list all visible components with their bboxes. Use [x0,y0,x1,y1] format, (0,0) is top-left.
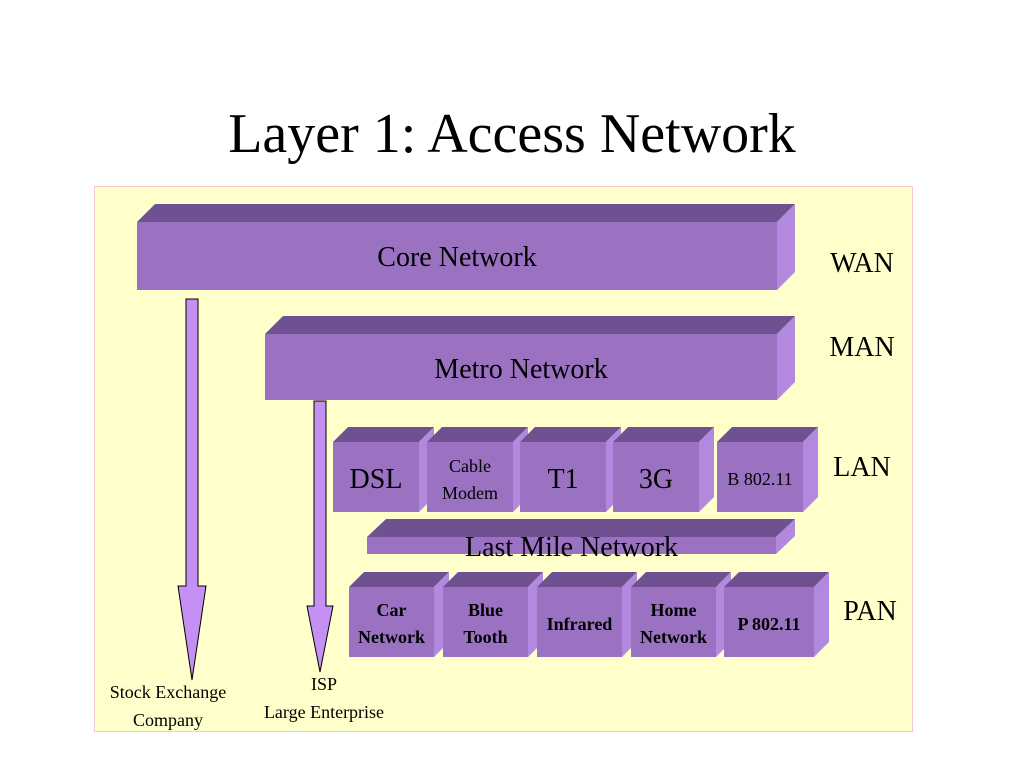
metro-network-label: Metro Network [434,354,608,385]
lan-3g-top [613,427,714,442]
core-network-top [137,204,795,222]
man-label: MAN [829,332,895,363]
pan-home-network-front [631,587,716,657]
pan-car-network-top [349,572,449,587]
lan-t1-block [520,427,621,512]
pan-p80211-label: P 802.11 [737,614,801,634]
lan-3g-label: 3G [638,464,674,495]
wan-label: WAN [830,248,894,279]
lan-3g-block [613,427,714,512]
core-network-side [777,204,795,290]
pan-bluetooth-top [443,572,543,587]
lan-cable-modem-line2: Modem [442,483,498,503]
last-mile-block [367,519,795,554]
slide-title: Layer 1: Access Network [228,103,796,165]
lan-cable-modem-front [427,442,513,512]
metro-network-top [265,316,795,334]
pan-home-network-top [631,572,731,587]
lan-t1-front [520,442,606,512]
last-mile-front [367,537,776,554]
isp-line1: ISP [310,674,337,694]
metro-network-block [265,316,795,400]
pan-bluetooth-front [443,587,528,657]
lan-dsl-front [333,442,419,512]
lan-b80211-side [803,427,818,512]
pan-home-network-line1: Home [650,600,697,620]
lan-dsl-label: DSL [349,464,403,495]
core-network-block [137,204,795,290]
lan-t1-label: T1 [547,464,579,495]
lan-3g-side [699,427,714,512]
pan-label: PAN [843,596,897,627]
pan-car-network-front [349,587,434,657]
lan-dsl-top [333,427,434,442]
core-network-front [137,222,777,290]
pan-infrared-label: Infrared [546,614,613,634]
last-mile-top [367,519,795,537]
isp-arrow [306,400,334,673]
pan-p80211-top [724,572,829,587]
pan-car-network-block [349,572,449,657]
lan-3g-front [613,442,699,512]
stock-exchange-line1: Stock Exchange [109,682,227,702]
last-mile-label: Last Mile Network [464,532,679,563]
stock-exchange-arrow [177,298,207,681]
lan-b80211-block [717,427,818,512]
stock-exchange-line2: Company [133,710,203,730]
lan-b80211-front [717,442,803,512]
lan-t1-top [520,427,621,442]
metro-network-side [777,316,795,400]
lan-label: LAN [833,452,891,483]
pan-home-network-line2: Network [640,627,707,647]
pan-infrared-top [537,572,637,587]
isp-line2: Large Enterprise [263,702,385,722]
lan-b80211-label: B 802.11 [727,469,793,489]
pan-car-network-line2: Network [358,627,425,647]
lan-cable-modem-top [427,427,528,442]
pan-bluetooth-line2: Tooth [463,627,508,647]
pan-p80211-front [724,587,814,657]
pan-home-network-block [631,572,731,657]
pan-p80211-side [814,572,829,657]
last-mile-side [776,519,795,554]
core-network-label: Core Network [377,242,537,273]
lan-b80211-top [717,427,818,442]
pan-infrared-front [537,587,622,657]
pan-bluetooth-line1: Blue [467,600,503,620]
lan-cable-modem-line1: Cable [449,456,491,476]
pan-car-network-line1: Car [376,600,407,620]
pan-p80211-block [724,572,829,657]
metro-network-front [265,334,777,400]
